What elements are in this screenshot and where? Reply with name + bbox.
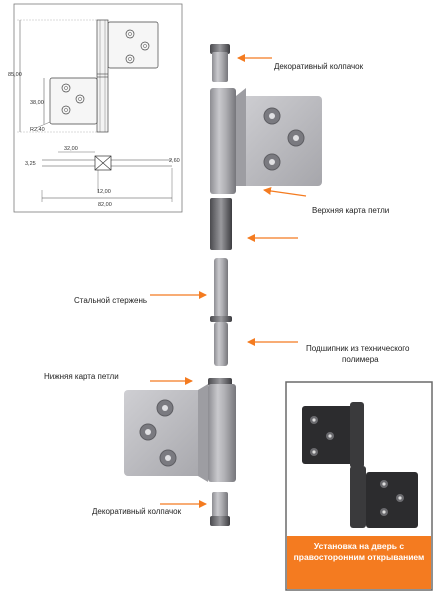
dim-radius: R2,40 <box>30 127 45 133</box>
dim-gap: 12,00 <box>97 189 111 195</box>
label-bearing-line2: полимера <box>342 355 379 364</box>
arrow-upper-leaf <box>263 187 307 197</box>
label-bearing-line1: Подшипник из технического <box>306 344 410 353</box>
label-steel-pin: Стальной стержень <box>74 296 148 305</box>
inset-caption-line1: Установка на дверь с <box>313 541 405 551</box>
upper-hinge-leaf <box>210 88 322 194</box>
dim-height-total: 85,00 <box>8 72 22 78</box>
label-top-cap: Декоративный колпачок <box>274 62 364 71</box>
technical-drawing: 85,00 38,00 R2,40 32,00 3,25 2,60 12,00 … <box>8 3 183 213</box>
label-lower-leaf: Нижняя карта петли <box>44 372 119 381</box>
callout-arrows <box>150 54 307 508</box>
dim-width-leaf: 32,00 <box>64 146 78 152</box>
inset-box <box>285 381 433 591</box>
dim-thickness-right: 2,60 <box>169 158 180 164</box>
dim-width-total: 82,00 <box>98 202 112 208</box>
dim-thickness-left: 3,25 <box>25 161 36 167</box>
steel-pin <box>210 258 232 366</box>
inset-caption: Установка на дверь с правосторонним откр… <box>289 541 429 563</box>
bottom-cap <box>210 492 230 526</box>
polymer-bearing <box>210 198 232 250</box>
inset-caption-line2: правосторонним открыванием <box>293 552 425 562</box>
inset-caption-bar <box>287 536 431 589</box>
lower-hinge-leaf <box>124 378 236 482</box>
drawing-lower-plate <box>49 77 98 125</box>
top-cap <box>210 44 230 82</box>
drawing-barrel <box>96 19 109 133</box>
label-upper-leaf: Верхняя карта петли <box>312 206 390 215</box>
label-bottom-cap: Декоративный колпачок <box>92 507 182 516</box>
dim-height-lower: 38,00 <box>30 100 44 106</box>
